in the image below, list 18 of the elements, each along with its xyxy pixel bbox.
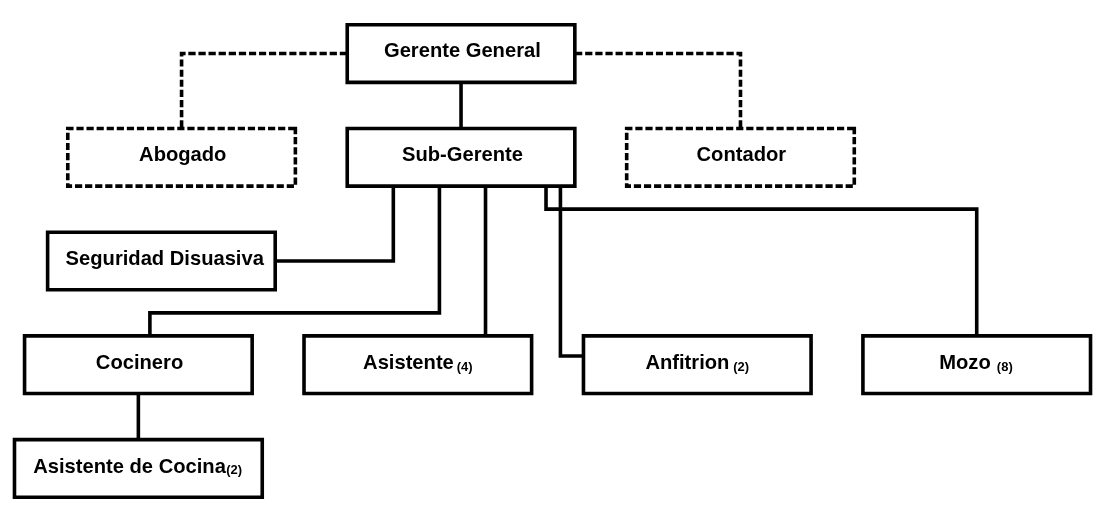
connector [136, 393, 141, 440]
node-box: Abogado [66, 126, 298, 188]
connector [575, 51, 743, 129]
node-box: Anfitrion (2) [581, 334, 813, 396]
connector [275, 186, 396, 263]
connector [179, 51, 347, 129]
connector [459, 82, 463, 129]
connector [148, 186, 442, 336]
node-box: Gerente General [345, 22, 577, 85]
node-box: Seguridad Disuasiva [45, 230, 277, 292]
node-box: Asistente(4) [302, 334, 534, 396]
node-box: Asistente de Cocina(2) [12, 437, 265, 500]
connector [544, 186, 979, 336]
node-box: Cocinero [22, 334, 254, 396]
node-box: Mozo (8) [861, 334, 1093, 396]
node-box: Sub-Gerente [345, 126, 577, 188]
connector [483, 186, 488, 336]
node-box: Contador [624, 126, 857, 188]
